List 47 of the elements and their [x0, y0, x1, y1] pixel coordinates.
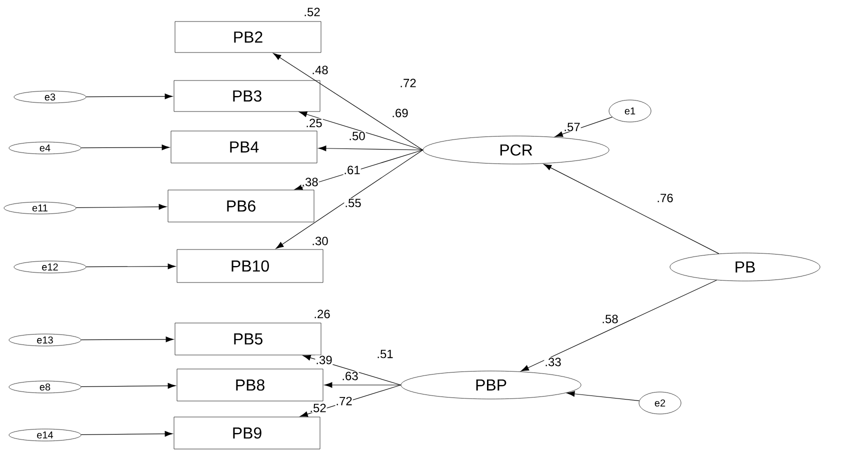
arrow	[299, 112, 424, 150]
squared-correlation: .57	[563, 122, 581, 132]
squared-correlation: .48	[311, 65, 329, 75]
arrow	[554, 116, 613, 137]
squared-correlation: .26	[313, 309, 331, 319]
edge-label: .69	[391, 108, 409, 118]
arrow	[276, 150, 424, 249]
edge-label: .51	[376, 349, 394, 359]
squared-correlation: .39	[315, 355, 333, 365]
squared-correlation: .52	[309, 403, 327, 413]
edge-label: .55	[344, 198, 362, 208]
arrow	[80, 431, 173, 437]
arrow	[318, 146, 424, 152]
arrow	[80, 383, 176, 389]
arrow	[273, 53, 424, 150]
observed-variable-box: PB8	[176, 368, 324, 402]
arrow	[76, 204, 167, 210]
arrow	[86, 94, 173, 100]
arrow	[520, 280, 717, 372]
observed-variable-box: PB4	[170, 130, 318, 164]
arrow	[86, 264, 176, 270]
edge-label: .72	[335, 396, 353, 406]
edge-label: .63	[341, 371, 359, 381]
arrow	[80, 336, 174, 342]
arrow	[80, 144, 170, 150]
arrow	[300, 384, 402, 417]
arrow	[294, 150, 424, 190]
observed-variable-box: PB3	[174, 80, 320, 112]
edge-label: .72	[399, 78, 417, 88]
squared-correlation: .30	[311, 236, 329, 246]
arrow	[566, 391, 640, 402]
observed-variable-box: PB6	[168, 190, 314, 222]
edge-label: .58	[601, 314, 619, 324]
edge-label: .76	[656, 193, 674, 203]
edge-label: .61	[343, 165, 361, 175]
edge-label: .50	[348, 131, 366, 141]
observed-variable-box: PB5	[174, 322, 322, 356]
squared-correlation: .25	[305, 118, 323, 128]
observed-variable-box: PB2	[174, 21, 322, 53]
squared-correlation: .38	[301, 177, 319, 187]
arrow	[302, 355, 402, 386]
observed-variable-box: PB10	[176, 249, 324, 283]
observed-variable-box: PB9	[174, 416, 320, 450]
arrow	[324, 382, 402, 388]
arrow	[544, 164, 720, 254]
squared-correlation: .52	[303, 7, 321, 17]
squared-correlation: .33	[544, 357, 562, 367]
